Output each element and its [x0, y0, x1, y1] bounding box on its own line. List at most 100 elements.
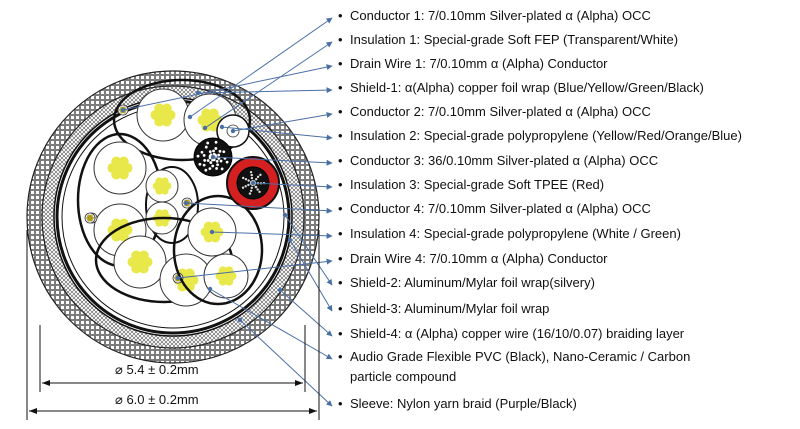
- leader-line: [212, 156, 333, 166]
- component-label: • Shield-3: Aluminum/Mylar foil wrap: [338, 301, 549, 317]
- leader-line: [209, 288, 333, 360]
- conductor-3-strand: [219, 159, 223, 163]
- leader-origin-dot: [210, 154, 216, 160]
- component-label: •Insulation 1: Special-grade Soft FEP (T…: [338, 32, 678, 48]
- conductor-3-core-strand: [250, 176, 254, 180]
- conductor-3-core-strand: [247, 183, 250, 187]
- component-label-text: Audio Grade Flexible PVC (Black), Nano-C…: [350, 349, 691, 364]
- conductor-3-core-strand: [242, 176, 245, 180]
- component-label-text: Insulation 3: Special-grade Soft TPEE (R…: [350, 177, 605, 192]
- bullet-marker: •: [338, 56, 343, 71]
- conductor-3-strand: [215, 159, 219, 163]
- component-label-text: Drain Wire 1: 7/0.10mm α (Alpha) Conduct…: [350, 56, 608, 71]
- conductor-pairs: [76, 78, 280, 307]
- leader-origin-dot: [277, 287, 283, 293]
- leader-line: [185, 202, 333, 214]
- leader-line: [239, 319, 333, 407]
- component-label-text: Shield-3: Aluminum/Mylar foil wrap: [350, 301, 550, 316]
- conductor-3-strand: [198, 162, 202, 166]
- bullet-marker: •: [338, 349, 343, 364]
- component-label-text: Insulation 1: Special-grade Soft FEP (Tr…: [350, 32, 679, 47]
- conductor-3-strand: [209, 161, 213, 164]
- conductor-3-strand: [208, 150, 212, 154]
- inner-diameter-label: ⌀ 5.4 ± 0.2mm: [115, 362, 199, 377]
- shield-1-pair-right: [172, 194, 264, 306]
- conductor-3-strand: [214, 140, 218, 144]
- conductor-3-core-strand: [249, 189, 253, 192]
- dimension-outer: [26, 230, 320, 420]
- conductor-2-bottom: [107, 218, 133, 242]
- conductor-3-core-strand: [258, 190, 261, 194]
- conductor-center-top: [152, 177, 172, 195]
- component-label: •Shield-2: Aluminum/Mylar foil wrap(silv…: [338, 275, 595, 291]
- conductor-2-top: [107, 156, 133, 180]
- leader-line: [232, 111, 333, 132]
- conductor-3-strand: [200, 150, 204, 154]
- conductor-3-strand: [204, 145, 208, 149]
- conductor-3-strand: [212, 149, 215, 153]
- component-label: •Conductor 2: 7/0.10mm Silver-plated α (…: [338, 104, 651, 120]
- leader-origin-dot: [187, 114, 193, 120]
- leader-origin-dot: [120, 107, 126, 113]
- component-label: •Insulation 4: Special-grade polypropyle…: [338, 226, 681, 242]
- leader-origin-dot: [175, 275, 181, 281]
- conductor-4-left: [127, 250, 153, 274]
- conductor-right-top: [200, 221, 224, 243]
- leader-line: [289, 239, 333, 312]
- conductor-3-core-strand: [244, 185, 247, 188]
- conductor-3-core-strand: [256, 175, 260, 179]
- conductor-3-strand: [208, 167, 212, 170]
- leader-line: [204, 41, 333, 129]
- dimension-inner: [39, 325, 306, 392]
- conductor-3-strand: [220, 167, 224, 171]
- conductor-3-core-strand: [249, 170, 253, 174]
- conductor-3-core-strand: [254, 185, 258, 189]
- component-label-text: Shield-1: α(Alpha) copper foil wrap (Blu…: [350, 80, 704, 95]
- component-label-text: Insulation 2: Special-grade polypropylen…: [350, 128, 742, 143]
- conductor-3-core-strand: [255, 177, 258, 181]
- leader-origin-dot: [219, 124, 225, 130]
- leader-line: [177, 258, 333, 279]
- leader-origin-dot: [207, 286, 213, 292]
- bullet-marker: •: [338, 201, 343, 216]
- leader-line: [197, 87, 333, 94]
- leader-lines: [120, 17, 333, 407]
- bullet-marker: •: [338, 104, 343, 119]
- conductor-3-strand: [218, 149, 222, 153]
- component-label: •Conductor 4: 7/0.10mm Silver-plated α (…: [338, 201, 651, 217]
- leader-line: [189, 17, 333, 118]
- component-label-text: Shield-4: α (Alpha) copper wire (16/10/0…: [350, 326, 685, 341]
- conductor-3-core-strand: [241, 186, 245, 189]
- component-label: • Audio Grade Flexible PVC (Black), Nano-…: [338, 349, 690, 365]
- component-label: • Shield-4: α (Alpha) copper wire (16/10/…: [338, 326, 684, 342]
- conductor-3-strand: [215, 167, 218, 170]
- component-label-text: Insulation 4: Special-grade polypropylen…: [350, 226, 681, 241]
- leader-line: [211, 231, 333, 239]
- conductor-3-strand: [202, 154, 206, 157]
- bullet-marker: •: [338, 326, 343, 341]
- bullet-marker: •: [338, 153, 343, 168]
- bullet-marker: •: [338, 275, 343, 290]
- leader-origin-dot: [282, 212, 288, 218]
- leader-origin-dot: [250, 180, 256, 186]
- bullet-marker: •: [338, 301, 343, 316]
- conductor-3-core-strand: [250, 173, 253, 177]
- bullet-marker: •: [338, 128, 343, 143]
- conductor-3-strand: [216, 163, 220, 167]
- conductor-3-strand: [204, 168, 208, 172]
- bullet-marker: •: [338, 396, 343, 411]
- component-label: •Conductor 1: 7/0.10mm Silver-plated α (…: [338, 8, 651, 24]
- conductor-3-strand: [211, 164, 215, 168]
- shield-1-pair-center: [145, 166, 199, 244]
- conductor-1-left: [150, 103, 176, 127]
- component-label-text: Sleeve: Nylon yarn braid (Purple/Black): [350, 396, 577, 411]
- bullet-marker: •: [338, 80, 343, 95]
- leader-origin-dot: [202, 125, 208, 131]
- outer-diameter-label: ⌀ 6.0 ± 0.2mm: [115, 392, 199, 407]
- conductor-3-strand: [202, 163, 206, 167]
- leader-line: [252, 182, 333, 190]
- conductor-3-strand: [206, 159, 210, 162]
- leader-origin-dot: [183, 200, 189, 206]
- component-label: • Shield-1: α(Alpha) copper foil wrap (Bl…: [338, 80, 704, 96]
